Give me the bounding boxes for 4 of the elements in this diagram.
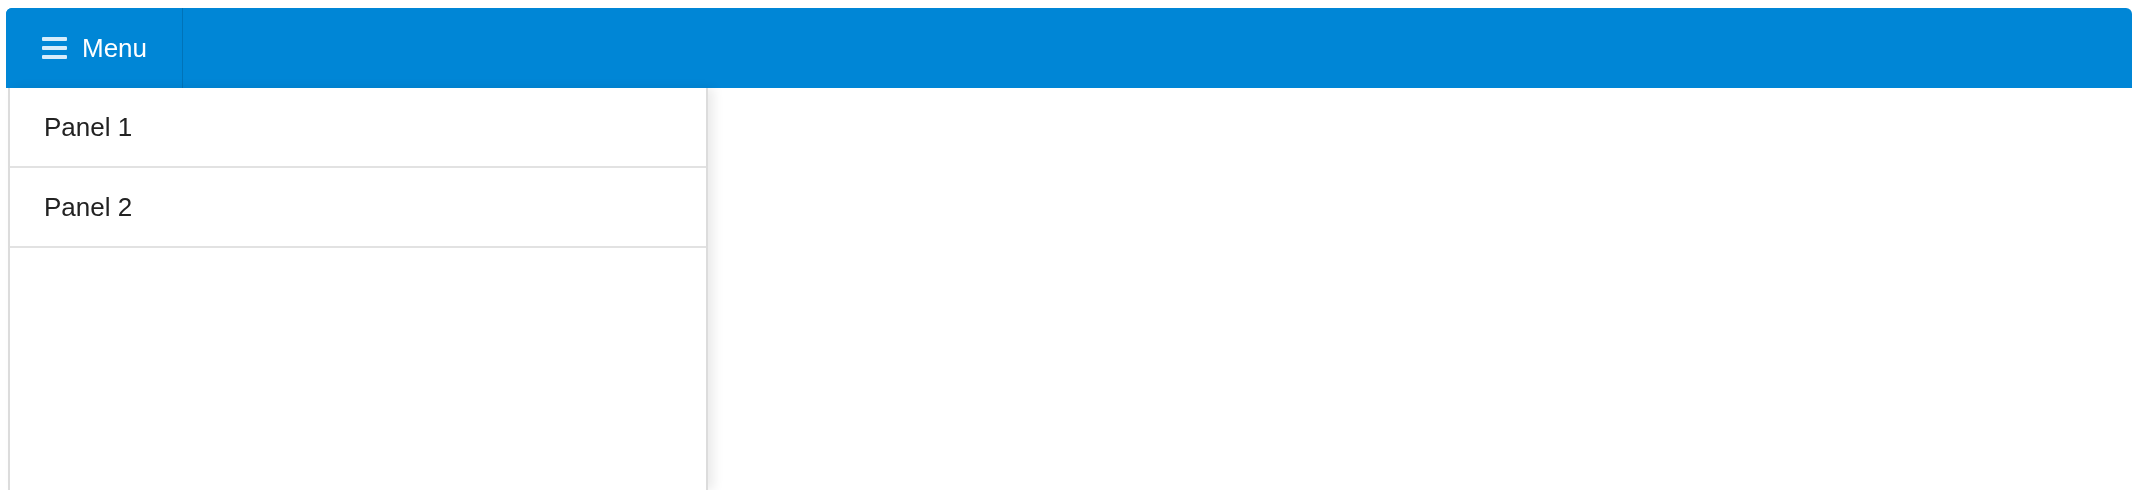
menu-button: Menu [6,8,183,88]
side-panel [8,88,708,490]
panel-item: Panel 2 [10,168,706,248]
panel-item: Panel 1 [10,88,706,168]
